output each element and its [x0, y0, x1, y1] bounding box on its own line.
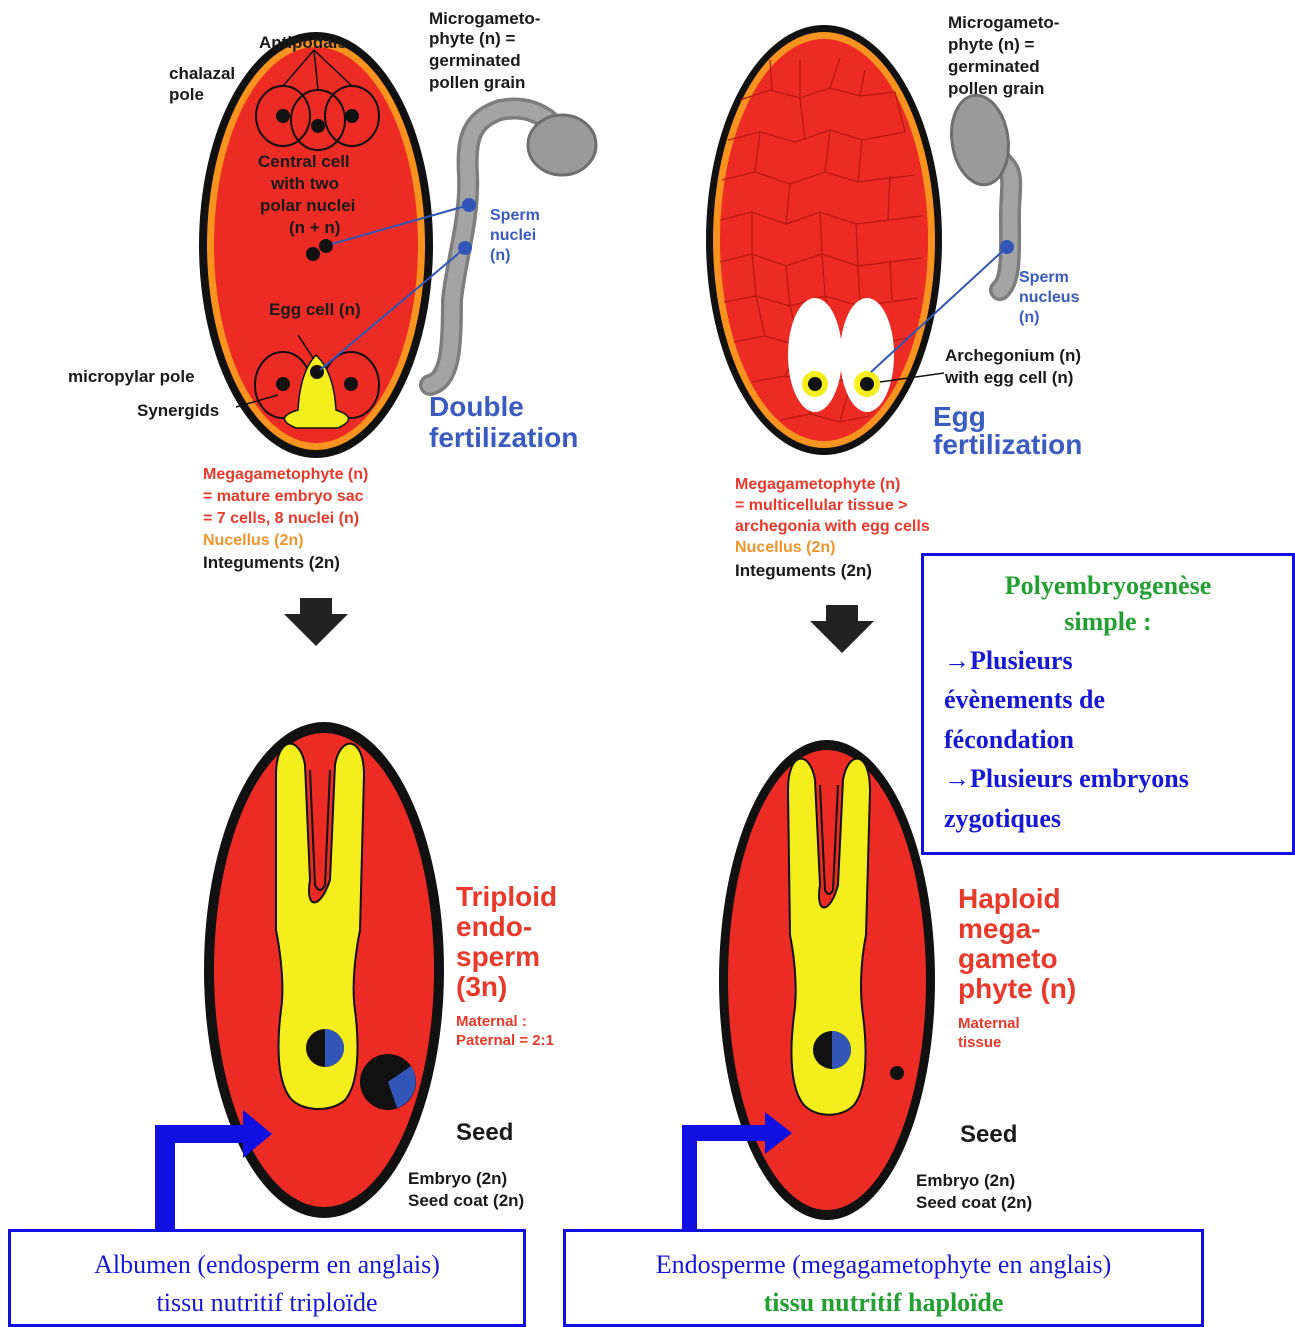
pollen-grain [528, 115, 596, 175]
endosperme-note-line: Endosperme (megagametophyte en anglais) [566, 1246, 1201, 1284]
archegonium-label: with egg cell (n) [945, 369, 1073, 387]
sperm-nuclei-label: nuclei [490, 228, 536, 245]
triploid-endosperm-label: endo- [456, 912, 532, 942]
down-arrow-right [810, 605, 874, 653]
polyembryony-box: Polyembryogenèse simple : →Plusieurs évè… [921, 553, 1295, 855]
seed-parts-label: Embryo (2n) [916, 1172, 1015, 1190]
sperm-nuclei-label: (n) [490, 248, 510, 265]
seed-label: Seed [960, 1122, 1017, 1147]
haploid-megagametophyte-label: Haploid [958, 884, 1061, 914]
haploid-nucleus [890, 1066, 904, 1080]
seed-label: Seed [456, 1120, 513, 1145]
chalazal-label: chalazal [169, 65, 235, 83]
egg-fertilization-title: Egg [933, 402, 986, 431]
megagametophyte-label: = 7 cells, 8 nuclei (n) [203, 511, 359, 528]
microgametophyte-label: phyte (n) = [948, 36, 1034, 54]
angiosperm-seed [204, 722, 444, 1218]
albumen-note-box: Albumen (endosperm en anglais) tissu nut… [8, 1229, 526, 1327]
ratio-label: Maternal : [456, 1013, 527, 1030]
double-fertilization-title: Double [429, 392, 524, 421]
integuments-label: Integuments (2n) [203, 554, 340, 572]
sperm-nucleus-label: Sperm [1019, 270, 1069, 287]
seed-parts-label: Embryo (2n) [408, 1170, 507, 1188]
microgametophyte-label: pollen grain [948, 80, 1044, 98]
egg-cell-label: Egg cell (n) [269, 301, 361, 319]
microgametophyte-label: Microgameto- [429, 10, 540, 28]
microgametophyte-label: phyte (n) = [429, 30, 515, 48]
zygote-nucleus [813, 1031, 851, 1069]
haploid-megagametophyte-label: phyte (n) [958, 974, 1076, 1004]
sperm-nucleus-label: nucleus [1019, 290, 1079, 307]
megagametophyte-label: Megagametophyte (n) [735, 477, 900, 494]
micropylar-pole-label: micropylar pole [68, 368, 195, 386]
antipodals-label: Antipodals [259, 34, 347, 52]
microgametophyte-label: Microgameto- [948, 14, 1059, 32]
sperm-nucleus-label: (n) [1019, 310, 1039, 327]
triploid-endosperm-label: Triploid [456, 882, 557, 912]
integuments-label: Integuments (2n) [735, 562, 872, 580]
polyembryony-title: simple : [944, 604, 1272, 640]
zygote-nucleus [306, 1029, 344, 1067]
central-cell-label: polar nuclei [260, 197, 355, 215]
polyembryony-line: zygotiques [944, 799, 1292, 839]
ratio-label: Paternal = 2:1 [456, 1032, 554, 1049]
megagametophyte-label: = mature embryo sac [203, 489, 364, 506]
microgametophyte-label: pollen grain [429, 74, 525, 92]
polyembryony-line: →Plusieurs embryons [944, 759, 1292, 799]
albumen-note-line: tissu nutritif triploïde [11, 1284, 523, 1322]
megagametophyte-label: archegonia with egg cells [735, 519, 930, 536]
maternal-tissue-label: tissue [958, 1034, 1001, 1051]
seed-parts-label: Seed coat (2n) [408, 1192, 524, 1210]
albumen-note-line: Albumen (endosperm en anglais) [11, 1246, 523, 1284]
central-cell-label: Central cell [258, 153, 350, 171]
polar-nucleus [319, 239, 333, 253]
polyembryony-title: Polyembryogenèse [944, 568, 1272, 604]
megagametophyte-label: = multicellular tissue > [735, 498, 908, 515]
egg-fertilization-title: fertilization [933, 430, 1082, 459]
central-cell-label: (n + n) [289, 219, 340, 237]
polyembryony-line: évènements de [944, 680, 1292, 720]
archegonium-label: Archegonium (n) [945, 347, 1081, 365]
maternal-tissue-label: Maternal [958, 1015, 1020, 1032]
nucellus-label: Nucellus (2n) [203, 533, 303, 550]
haploid-megagametophyte-label: mega- [958, 914, 1040, 944]
sperm-nuclei-label: Sperm [490, 208, 540, 225]
polyembryony-line: fécondation [944, 720, 1292, 760]
megagametophyte-label: Megagametophyte (n) [203, 467, 368, 484]
central-cell-label: with two [271, 175, 339, 193]
gymnosperm-seed [719, 740, 935, 1220]
triploid-endosperm-label: sperm [456, 942, 540, 972]
haploid-megagametophyte-label: gameto [958, 944, 1058, 974]
down-arrow-left [284, 598, 348, 646]
angiosperm-ovule [199, 32, 433, 458]
triploid-endosperm-label: (3n) [456, 972, 507, 1002]
nucellus-label: Nucellus (2n) [735, 540, 835, 557]
endosperme-note-line: tissu nutritif haploïde [566, 1284, 1201, 1322]
microgametophyte-label: germinated [429, 52, 521, 70]
synergids-label: Synergids [137, 402, 219, 420]
pole-label: pole [169, 86, 204, 104]
polyembryony-line: →Plusieurs [944, 641, 1292, 681]
endosperme-note-box: Endosperme (megagametophyte en anglais) … [563, 1229, 1204, 1327]
microgametophyte-label: germinated [948, 58, 1040, 76]
seed-parts-label: Seed coat (2n) [916, 1194, 1032, 1212]
double-fertilization-title: fertilization [429, 423, 578, 452]
gymnosperm-ovule [706, 25, 944, 455]
polar-nucleus [306, 247, 320, 261]
endosperm-nucleus [360, 1054, 416, 1110]
